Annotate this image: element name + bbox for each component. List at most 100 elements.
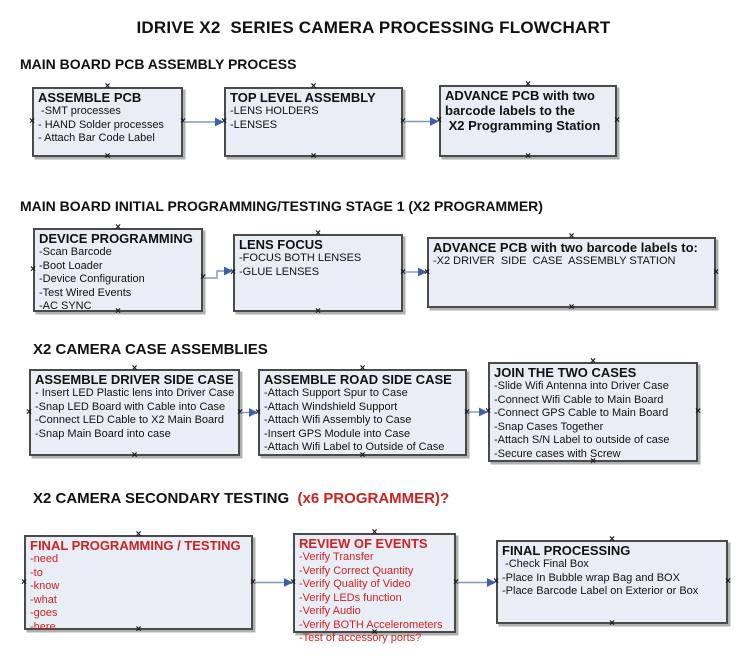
box-items: -need-to-know-what-goes-here [30, 553, 247, 634]
box-item-line: -GLUE LENSES [239, 265, 320, 278]
connection-handle-icon: × [237, 406, 243, 418]
connection-handle-icon: × [230, 267, 236, 278]
box-item-line: -Snap Main Board into case [35, 427, 171, 440]
box-item-line: -goes [30, 607, 58, 619]
box-item-line: -Attach Support Spur to Case [264, 387, 408, 399]
box-item-line: -AC SYNC [39, 300, 92, 312]
connection-handle-icon: × [453, 577, 459, 588]
box-item-line: -Verify Correct Quantity [299, 564, 414, 577]
box-item-line: -Verify Audio [299, 605, 361, 617]
box-items: -Slide Wifi Antenna into Driver Case-Con… [494, 380, 692, 461]
flow-box-final-processing: FINAL PROCESSING -Check Final Box-Place … [493, 535, 731, 629]
flow-box-advance-pcb-programming-station: ADVANCE PCB with two barcode labels to t… [436, 80, 620, 162]
box-title: REVIEW OF EVENTS [299, 536, 428, 551]
connection-handle-icon: × [104, 151, 111, 162]
connector-elbow-line [204, 270, 225, 279]
connector-arrowhead-icon [284, 578, 293, 587]
connection-handle-icon: × [315, 306, 321, 317]
box-items: -SMT processes- HAND Solder processes- A… [38, 105, 177, 146]
box-title: ASSEMBLE DRIVER SIDE CASE [35, 372, 234, 387]
box-title: JOIN THE TWO CASES [494, 365, 637, 380]
box-item-line: -here [30, 620, 56, 633]
section-heading-black-part: X2 CAMERA SECONDARY TESTING [33, 490, 294, 507]
box-item-line: -X2 DRIVER SIDE CASE ASSEMBLY STATION [433, 255, 676, 267]
box-item-line: -Test Wired Events [39, 286, 132, 299]
section-heading-pcb-assembly: MAIN BOARD PCB ASSEMBLY PROCESS [20, 56, 297, 72]
flow-box-device-programming: DEVICE PROGRAMMING -Scan Barcode-Boot Lo… [30, 223, 206, 317]
flow-box-assemble-pcb: ASSEMBLE PCB -SMT processes- HAND Solder… [29, 82, 186, 162]
box-item-line: -what [30, 593, 57, 606]
box-title: LENS FOCUS [239, 237, 323, 252]
box-item-line: -LENSES [230, 118, 278, 131]
box-item-line: - HAND Solder processes [38, 118, 164, 131]
box-item-line: -Verify Quality of Video [299, 578, 411, 590]
flow-box-join-the-two-cases: JOIN THE TWO CASES -Slide Wifi Antenna i… [485, 357, 701, 467]
connector-arrowhead-icon [249, 408, 258, 417]
box-items: -LENS HOLDERS-LENSES [230, 105, 397, 132]
connector-arrowhead-icon [430, 117, 439, 126]
box-item-line: -Place Barcode Label on Exterior or Box [502, 585, 699, 597]
connection-handle-icon: × [436, 115, 442, 126]
connection-handle-icon: × [250, 576, 256, 588]
connection-handle-icon: × [713, 266, 719, 278]
box-item-line: -Insert GPS Module into Case [264, 427, 411, 440]
box-title: TOP LEVEL ASSEMBLY [230, 90, 376, 105]
box-item-line: - Insert LED Plastic lens into Driver Ca… [35, 387, 235, 399]
box-item-line: -Place In Bubble wrap Bag and BOX [502, 571, 680, 584]
box-item-line: -Secure cases with Screw [494, 447, 621, 460]
section-heading-secondary-testing: X2 CAMERA SECONDARY TESTING (x6 PROGRAMM… [33, 490, 449, 507]
box-item-line: -SMT processes [38, 105, 121, 117]
flow-box-lens-focus: LENS FOCUS -FOCUS BOTH LENSES-GLUE LENSE… [230, 229, 406, 317]
box-item-line: -Attach Windshield Support [264, 400, 398, 413]
connection-handle-icon: × [609, 618, 615, 629]
box-item-line: -Verify BOTH Accelerometers [299, 618, 443, 631]
box-item-line: -Snap LED Board with Cable into Case [35, 400, 226, 413]
connector-arrowhead-icon [215, 117, 224, 127]
box-item-line: -LENS HOLDERS [230, 105, 319, 117]
connection-handle-icon: × [485, 406, 491, 417]
box-item-line: - Attach Bar Code Label [38, 132, 155, 144]
flow-box-assemble-road-side-case: ASSEMBLE ROAD SIDE CASE -Attach Support … [255, 364, 470, 461]
connection-handle-icon: × [310, 151, 317, 162]
flow-box-final-programming-testing: FINAL PROGRAMMING / TESTING -need-to-kno… [21, 530, 256, 635]
box-title: ADVANCE PCB with two barcode labels to: [433, 240, 698, 255]
box-title: ASSEMBLE ROAD SIDE CASE [264, 372, 452, 387]
section-heading-case-assemblies: X2 CAMERA CASE ASSEMBLIES [33, 341, 268, 358]
box-item-line: -Attach Wifi Label to Outside of Case [264, 441, 445, 453]
box-item-line: -Boot Loader [39, 259, 103, 272]
connection-handle-icon: × [29, 116, 35, 127]
box-item-line: -FOCUS BOTH LENSES [239, 252, 362, 264]
box-item-line: -need [30, 553, 59, 565]
connection-handle-icon: × [725, 576, 731, 587]
connection-handle-icon: × [255, 406, 261, 418]
connection-handle-icon: × [200, 272, 206, 283]
connection-handle-icon: × [26, 406, 32, 418]
box-items: -Verify Transfer-Verify Correct Quantity… [299, 551, 450, 646]
box-items: -Attach Support Spur to Case-Attach Wind… [264, 387, 461, 455]
box-item-line: -Scan Barcode [39, 246, 112, 258]
box-items: -X2 DRIVER SIDE CASE ASSEMBLY STATION [433, 255, 710, 269]
flow-box-review-of-events: REVIEW OF EVENTS -Verify Transfer-Verify… [290, 528, 459, 645]
box-item-line: -Device Configuration [39, 273, 145, 285]
box-item-line: -Slide Wifi Antenna into Driver Case [494, 380, 669, 392]
connection-handle-icon: × [400, 116, 406, 127]
connection-handle-icon: × [180, 116, 186, 127]
connection-handle-icon: × [131, 450, 138, 461]
box-item-line: -to [30, 566, 43, 579]
box-item-line: -Check Final Box [502, 558, 589, 570]
box-items: - Insert LED Plastic lens into Driver Ca… [35, 387, 234, 441]
box-item-line: -Connect Wifi Cable to Main Board [494, 393, 664, 406]
box-item-line: -Connect GPS Cable to Main Board [494, 407, 669, 419]
connection-handle-icon: × [221, 116, 227, 127]
box-item-line: -Test of accessory ports? [299, 632, 422, 644]
box-item-line: -Snap Cases Together [494, 420, 604, 433]
connection-handle-icon: × [525, 151, 531, 162]
connector-arrowhead-icon [479, 407, 488, 417]
connection-handle-icon: × [614, 115, 620, 126]
box-item-line: -Attach S/N Label to outside of case [494, 434, 670, 446]
box-title: ASSEMBLE PCB [38, 90, 142, 105]
section-heading-initial-programming: MAIN BOARD INITIAL PROGRAMMING/TESTING S… [20, 198, 543, 214]
box-title: DEVICE PROGRAMMING [39, 231, 193, 246]
connector-arrowhead-icon [487, 578, 496, 587]
